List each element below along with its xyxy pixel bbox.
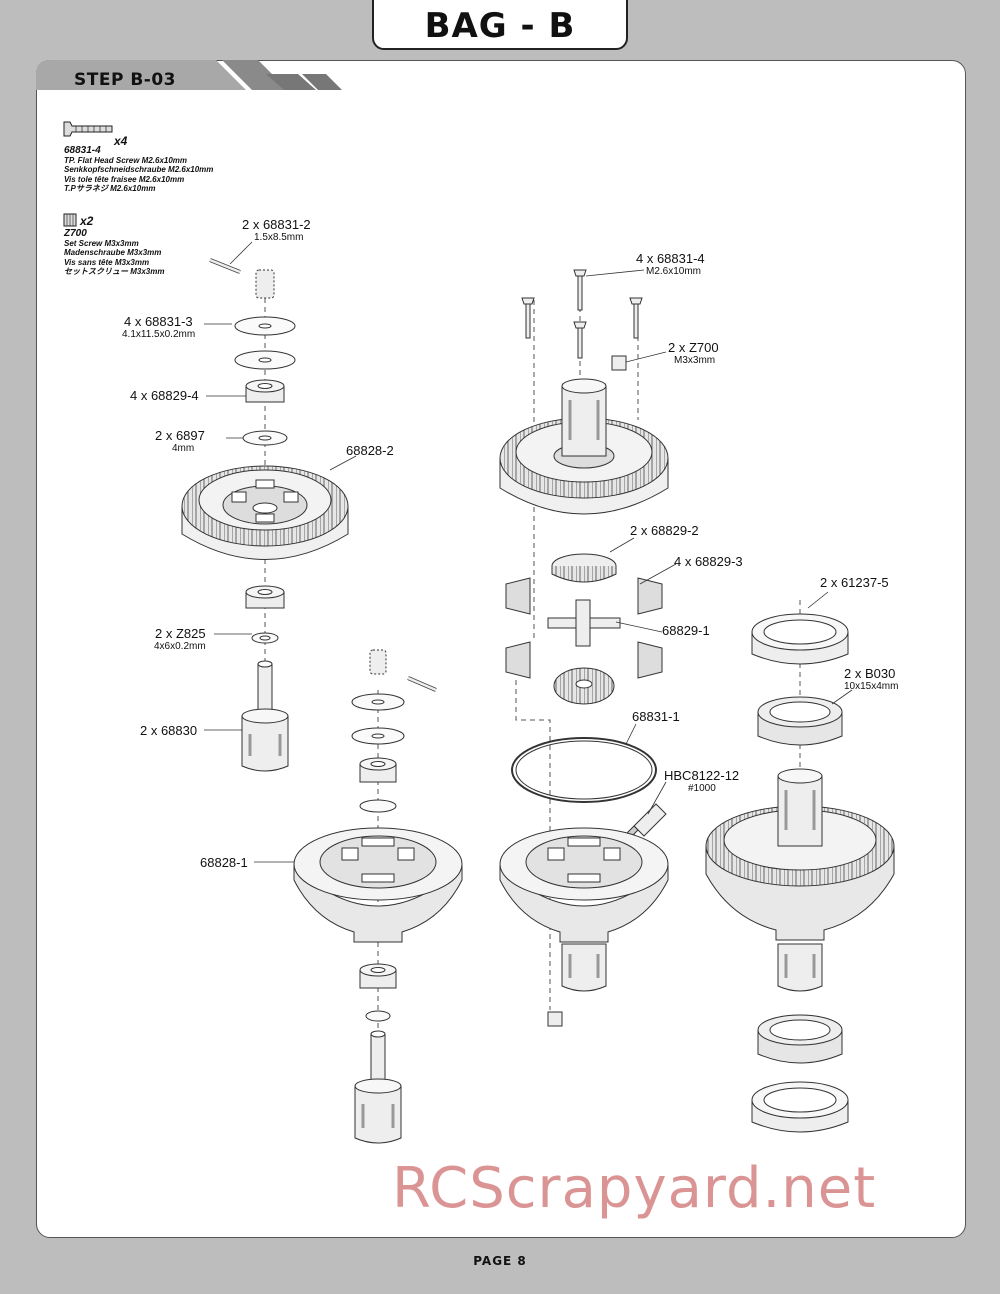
bearing-insert-bottom — [751, 1081, 849, 1133]
step-title: STEP B-03 — [74, 70, 177, 90]
callout-shim-size: 4.1x11.5x0.2mm — [122, 329, 196, 340]
ball-bearing-top — [757, 696, 843, 746]
bearing-insert-top — [751, 613, 849, 665]
callout-outdrive: 2 x 68830 — [140, 723, 198, 738]
oil-bottle — [625, 803, 667, 839]
legend-line: Madenschraube M3x3mm — [64, 248, 162, 257]
legend-line: Vis sans tête M3x3mm — [64, 257, 150, 267]
callout-gasket: 68831-1 — [632, 709, 680, 724]
legend-line: T.Pサラネジ M2.6x10mm — [64, 184, 156, 193]
watermark-text: RCScrapyard.net — [392, 1156, 877, 1221]
ball-bearing-bottom — [757, 1014, 843, 1064]
diff-case-center — [499, 827, 669, 992]
legend-line: Vis tole tête fraisee M2.6x10mm — [64, 174, 185, 184]
callout-setscrew: 2 x Z700 — [668, 340, 719, 355]
bag-header-tab: BAG - B — [372, 0, 628, 50]
callout-ball-bearing-size: 10x15x4mm — [844, 681, 899, 692]
callout-gear: 68828-2 — [346, 443, 394, 458]
page-number: PAGE 8 — [473, 1254, 527, 1268]
callout-shim: 4 x 68831-3 — [124, 314, 193, 329]
callout-bearing: 4 x 68829-4 — [130, 388, 199, 403]
legend-screw: 68831-4 TP. Flat Head Screw M2.6x10mm Se… — [64, 146, 213, 194]
callout-oring-size: 4mm — [172, 443, 195, 454]
callout-setscrew-size: M3x3mm — [674, 355, 716, 366]
callout-bevel-small: 4 x 68829-3 — [674, 554, 743, 569]
flat-screws — [521, 269, 643, 359]
outdrive-left — [241, 660, 289, 772]
callout-screws-size: M2.6x10mm — [646, 266, 702, 277]
spur-gear-right — [499, 378, 669, 515]
legend-setscrew: Z700 Set Screw M3x3mm Madenschraube M3x3… — [64, 229, 164, 277]
callout-oil: HBC8122-12 — [664, 768, 740, 783]
callout-pin-size: 1.5x8.5mm — [254, 232, 304, 243]
diff-assembled-right — [705, 768, 895, 992]
callout-washer-size: 4x6x0.2mm — [154, 641, 206, 652]
callout-cross: 68829-1 — [662, 623, 710, 638]
outdrive-middle — [354, 1030, 402, 1144]
legend-line: Senkkopfschneidschraube M2.6x10mm — [64, 165, 214, 174]
legend-qty-screw: x4 — [114, 134, 128, 148]
legend-line: Set Screw M3x3mm — [64, 238, 139, 248]
callout-insert: 2 x 61237-5 — [820, 575, 889, 590]
legend-code: Z700 — [64, 228, 87, 239]
spur-gear-left — [181, 465, 349, 560]
callout-oring: 2 x 6897 — [155, 428, 205, 443]
callout-screws: 4 x 68831-4 — [636, 251, 705, 266]
callout-case: 68828-1 — [200, 855, 248, 870]
callout-oil-grade: #1000 — [688, 783, 716, 794]
legend-qty-setscrew: x2 — [80, 214, 94, 228]
legend-code: 68831-4 — [64, 145, 101, 156]
legend-line: TP. Flat Head Screw M2.6x10mm — [64, 155, 188, 165]
diff-case-left — [293, 827, 463, 943]
callout-ball-bearing: 2 x B030 — [844, 666, 896, 681]
legend-line: セットスクリュー M3x3mm — [64, 267, 165, 276]
step-header-bar — [36, 60, 342, 90]
pin-part — [209, 258, 241, 274]
callout-bevel-big: 2 x 68829-2 — [630, 523, 699, 538]
bag-title: BAG - B — [424, 6, 576, 46]
callout-washer: 2 x Z825 — [155, 626, 206, 641]
callout-pin: 2 x 68831-2 — [242, 217, 311, 232]
